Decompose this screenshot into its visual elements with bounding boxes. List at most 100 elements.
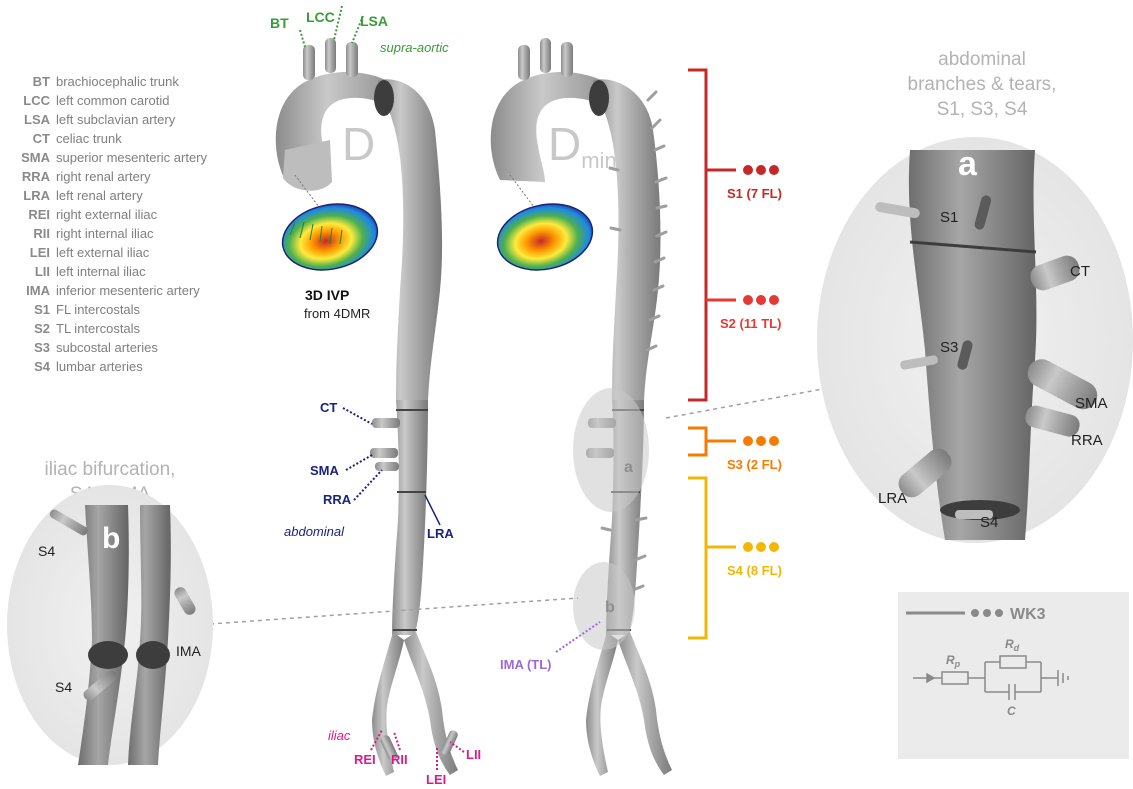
zoom-marker-a: a <box>624 459 633 476</box>
wk3-schematic: WK3 Rp Rd C <box>898 592 1129 759</box>
lei-label: LEI <box>426 772 446 787</box>
model-dmin-subscript: min <box>581 148 616 173</box>
inset-b-title-1: iliac bifurcation, <box>45 459 176 480</box>
legend-abbr: IMA <box>26 283 50 298</box>
rii-label: RII <box>391 752 408 767</box>
lsa-label: LSA <box>360 13 388 29</box>
inset-b-s4-top: S4 <box>38 543 55 559</box>
inset-a-title-3: S1, S3, S4 <box>937 99 1028 120</box>
abdominal-aorta <box>392 400 428 635</box>
rra-label: RRA <box>323 492 352 507</box>
legend-description: subcostal arteries <box>56 340 158 355</box>
lii-label: LII <box>466 747 481 762</box>
sma-label: SMA <box>310 463 340 478</box>
inset-b-ima: IMA <box>176 643 202 659</box>
s2-dots <box>743 295 779 305</box>
legend-abbr: CT <box>33 131 50 146</box>
zoom-region-a <box>573 388 649 512</box>
inset-a-lra: LRA <box>878 490 907 507</box>
s4-dots <box>743 542 779 552</box>
inset-b-s4-bottom: S4 <box>55 679 72 695</box>
inset-a-rra: RRA <box>1071 432 1103 449</box>
legend-abbr: LEI <box>30 245 50 260</box>
legend-description: lumbar arteries <box>56 359 143 374</box>
legend-description: right renal artery <box>56 169 151 184</box>
legend-description: left common carotid <box>56 93 169 108</box>
bracket-s1 <box>688 70 706 400</box>
bt-vessel <box>303 45 315 80</box>
legend-abbr: REI <box>28 207 50 222</box>
inset-a-letter: a <box>958 145 978 183</box>
ivp-heatmap <box>276 196 383 279</box>
legend-abbr: S1 <box>34 302 50 317</box>
left-iliac <box>404 632 458 775</box>
bracket-s4 <box>688 478 706 638</box>
legend-description: left internal iliac <box>56 264 146 279</box>
legend-abbr: RII <box>33 226 50 241</box>
dmin-right-iliac <box>586 632 618 776</box>
legend-abbr: BT <box>33 74 50 89</box>
rei-label: REI <box>354 752 376 767</box>
legend-abbr: LII <box>35 264 50 279</box>
legend-abbr: LCC <box>23 93 50 108</box>
dmin-lsa-vessel <box>561 42 573 77</box>
bt-label: BT <box>270 15 289 31</box>
legend-abbr: S3 <box>34 340 50 355</box>
abdominal-group-label: abdominal <box>284 524 345 539</box>
abdominal-labels: CT SMA RRA LRA abdominal <box>284 400 454 541</box>
legend-description: right internal iliac <box>56 226 154 241</box>
descending-aorta <box>378 79 442 400</box>
model-dmin-main: D <box>548 118 581 170</box>
legend-description: brachiocephalic trunk <box>56 74 179 89</box>
sma-vessel <box>370 448 398 458</box>
legend-abbr: S4 <box>34 359 51 374</box>
wk3-label: WK3 <box>1010 606 1046 623</box>
legend-description: TL intercostals <box>56 321 141 336</box>
segment-s3-label: S3 (2 FL) <box>727 457 782 472</box>
legend-description: celiac trunk <box>56 131 122 146</box>
ima-tl-label: IMA (TL) <box>500 657 552 672</box>
dmin-lcc-vessel <box>540 38 551 73</box>
dmin-bt-vessel <box>518 45 530 80</box>
inset-a: abdominal branches & tears, S1, S3, S4 a… <box>817 49 1133 543</box>
legend-description: right external iliac <box>56 207 158 222</box>
bracket-s3 <box>688 428 706 455</box>
segment-s4-label: S4 (8 FL) <box>727 563 782 578</box>
model-d-label: D <box>342 118 375 170</box>
inset-a-s3: S3 <box>940 339 958 356</box>
legend-description: left subclavian artery <box>56 112 176 127</box>
connector-a <box>666 388 828 418</box>
inset-b-letter: b <box>102 522 120 555</box>
dmin-left-iliac <box>618 632 672 775</box>
model-dmin-label: Dmin <box>548 118 617 173</box>
legend-abbr: S2 <box>34 321 50 336</box>
legend-description: left external iliac <box>56 245 150 260</box>
arch-stent-ring <box>374 80 394 116</box>
s3-dots <box>743 436 779 446</box>
dmin-descending-aorta <box>593 79 660 400</box>
inset-a-s1: S1 <box>940 209 958 226</box>
inset-a-ct: CT <box>1070 263 1090 280</box>
lra-label: LRA <box>427 526 454 541</box>
lcc-label: LCC <box>306 9 335 25</box>
inset-a-title-1: abdominal <box>938 49 1026 70</box>
iliac-labels: iliac REI RII LEI LII <box>328 728 481 787</box>
legend-description: inferior mesenteric artery <box>56 283 200 298</box>
ivp-title: 3D IVP <box>305 287 349 303</box>
inset-a-sma: SMA <box>1075 395 1108 412</box>
rra-vessel <box>375 462 399 471</box>
zoom-marker-b: b <box>605 599 615 616</box>
segment-brackets: S1 (7 FL) S2 (11 TL) S3 (2 FL) S4 (8 FL) <box>688 70 782 638</box>
lsa-vessel <box>346 42 358 77</box>
zoom-region-b <box>573 562 635 650</box>
legend-description: superior mesenteric artery <box>56 150 207 165</box>
legend-description: left renal artery <box>56 188 143 203</box>
legend-abbr: LRA <box>23 188 50 203</box>
dmin-arch-ring <box>589 80 609 116</box>
legend-abbr: RRA <box>22 169 51 184</box>
legend-abbr: LSA <box>24 112 51 127</box>
inset-b: iliac bifurcation, S4 & IMA b S4 IMA S4 <box>7 459 213 765</box>
segment-s2-label: S2 (11 TL) <box>720 316 781 331</box>
lcc-vessel <box>325 38 336 73</box>
